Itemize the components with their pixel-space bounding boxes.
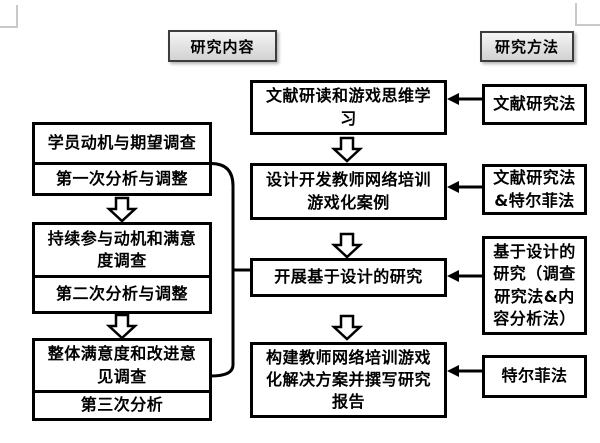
flow-box-literature-study: 文献研读和游戏思维学 习 — [250, 80, 447, 135]
box-label: 构建教师网络培训游戏 化解决方案并撰写研究 报告 — [265, 347, 431, 412]
left-arrow-icon — [447, 93, 482, 105]
flow-box-design-gamified-case: 设计开发教师网络培训 游戏化案例 — [250, 163, 447, 220]
brace-connector — [210, 162, 235, 378]
down-block-arrow-icon — [330, 314, 364, 341]
flow-box-learner-motivation-survey: 学员动机与期望调查 — [32, 122, 212, 165]
page-corner-mark-top-right — [575, 3, 600, 26]
header-research-method: 研究方法 — [480, 31, 574, 62]
down-block-arrow-icon — [105, 196, 139, 223]
header-research-content: 研究内容 — [168, 30, 277, 62]
flow-box-method-dbr-survey-content-analysis: 基于设计的 研究（调查 研究法&内 容分析法） — [482, 236, 587, 335]
flow-box-continued-motivation-survey: 持续参与动机和满意 度调查 — [32, 222, 212, 278]
flow-box-overall-satisfaction-survey: 整体满意度和改进意 见调查 — [32, 338, 212, 393]
box-label: 文献研读和游戏思维学 习 — [265, 86, 431, 128]
flow-box-design-based-research: 开展基于设计的研究 — [250, 258, 447, 297]
box-label: 基于设计的 研究（调查 研究法&内 容分析法） — [493, 242, 576, 328]
left-arrow-icon — [447, 181, 482, 193]
box-label: 学员动机与期望调查 — [47, 133, 197, 153]
box-label: 第一次分析与调整 — [55, 168, 188, 188]
box-label: 特尔菲法 — [501, 366, 568, 386]
box-label: 整体满意度和改进意 见调查 — [47, 344, 197, 386]
box-label: 文献研究法 &特尔菲法 — [493, 168, 576, 210]
page-corner-mark-top-left — [0, 5, 18, 28]
box-label: 第三次分析 — [80, 395, 164, 415]
flow-box-first-analysis: 第一次分析与调整 — [32, 162, 212, 196]
header-research-content-label: 研究内容 — [190, 37, 255, 56]
left-arrow-icon — [447, 270, 482, 282]
down-block-arrow-icon — [105, 313, 139, 340]
box-label: 持续参与动机和满意 度调查 — [47, 228, 197, 270]
down-block-arrow-icon — [330, 136, 364, 163]
box-label: 开展基于设计的研究 — [274, 267, 423, 287]
box-label: 设计开发教师网络培训 游戏化案例 — [265, 170, 431, 212]
flow-box-method-literature-delphi: 文献研究法 &特尔菲法 — [482, 164, 587, 215]
flow-box-method-literature: 文献研究法 — [482, 84, 587, 125]
down-block-arrow-icon — [330, 232, 364, 259]
flow-box-second-analysis: 第二次分析与调整 — [32, 275, 212, 314]
flow-box-method-delphi: 特尔菲法 — [482, 355, 587, 398]
box-label: 第二次分析与调整 — [55, 284, 188, 304]
box-label: 文献研究法 — [493, 94, 576, 114]
flow-box-build-solution-write-report: 构建教师网络培训游戏 化解决方案并撰写研究 报告 — [250, 342, 447, 418]
header-research-method-label: 研究方法 — [494, 38, 559, 56]
flow-box-third-analysis: 第三次分析 — [32, 390, 212, 421]
left-arrow-icon — [447, 365, 482, 377]
